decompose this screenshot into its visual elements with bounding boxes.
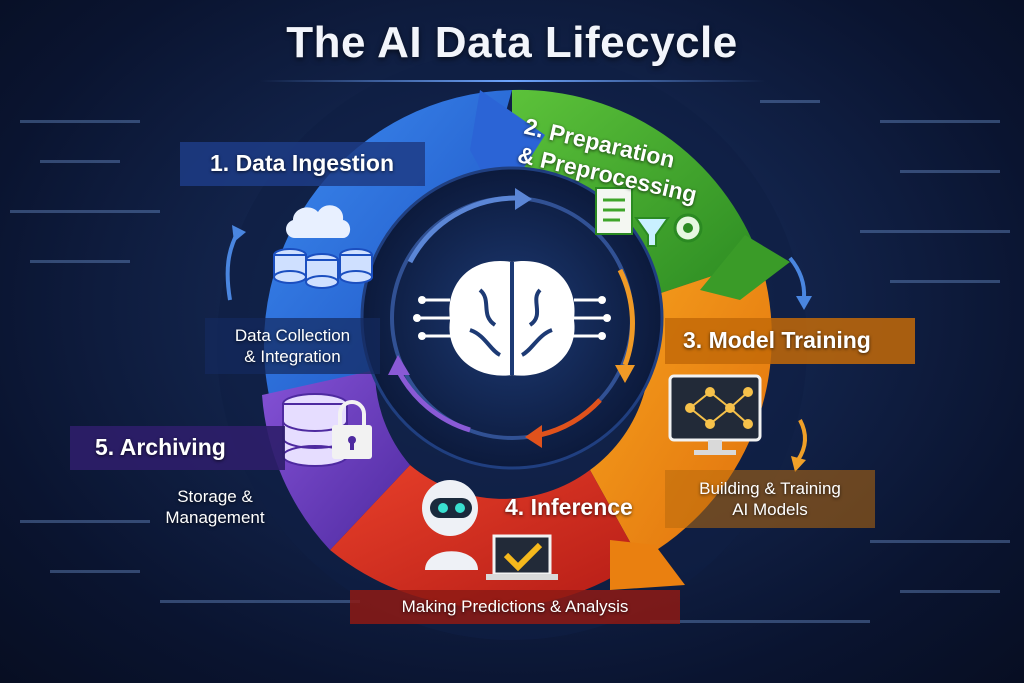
stage-3-label: 3. Model Training	[683, 327, 871, 353]
outer-arrow-right-top	[788, 256, 807, 299]
document-funnel-gear-icon	[595, 187, 703, 247]
banner-bg-stage1-desc	[205, 318, 380, 374]
stage-5-label: 5. Archiving	[95, 434, 226, 460]
inner-arrow-top	[407, 195, 516, 264]
arrow-tip-orange	[610, 540, 685, 590]
inner-arrow-right	[617, 268, 635, 366]
inner-arrow-top-head	[515, 188, 532, 210]
page-title: The AI Data Lifecycle	[286, 18, 738, 67]
stage-4-description: Making Predictions & Analysis	[401, 597, 629, 616]
outer-arrow-right-bottom-head	[791, 456, 806, 472]
segment-preparation	[512, 89, 760, 300]
stage-3-description: Building & Training AI Models	[665, 478, 875, 521]
stage-1-description-line-2: & Integration	[244, 347, 341, 367]
stage-5-description: Storage & Management	[150, 486, 280, 529]
stage-3-description-line-1: Building & Training	[699, 479, 841, 498]
banner-bg-stage3-desc	[665, 470, 875, 528]
background-data-streaks	[10, 100, 1010, 623]
banner-bg-stage4-desc	[350, 590, 680, 624]
inner-arrow-left-head	[388, 355, 410, 375]
robot-laptop-check-icon	[422, 480, 558, 580]
stage-5-description-line-1: Storage &	[177, 487, 253, 506]
inner-arrow-bottom-head	[525, 425, 542, 448]
stage-1-description: Data Collection & Integration	[205, 325, 380, 368]
stage-1-label: 1. Data Ingestion	[210, 150, 395, 176]
arrow-tip-green	[700, 235, 790, 300]
outer-arrow-right-bottom	[796, 419, 807, 462]
banner-bg-stage5	[70, 426, 285, 470]
outer-arrow-right-top-head	[796, 296, 812, 310]
cloud-database-icon	[273, 205, 373, 289]
stage-4-label: 4. Inference	[505, 494, 633, 520]
inner-arrow-left	[395, 368, 471, 433]
inner-arrow-bottom	[539, 398, 602, 438]
stage-5-description-line-2: Management	[165, 508, 265, 528]
title-underline	[260, 80, 765, 82]
segment-inference	[330, 465, 640, 608]
outer-arrow-left-head	[232, 225, 246, 242]
brain-circuit-icon	[413, 260, 611, 376]
neural-network-monitor-icon	[668, 374, 762, 455]
inner-arrow-right-head	[615, 365, 635, 383]
stage-1-description-line-1: Data Collection	[234, 326, 351, 345]
database-lock-icon	[282, 393, 372, 467]
banner-bg-stage1	[180, 142, 425, 186]
banner-bg-stage3	[665, 318, 915, 364]
stage-3-description-line-2: AI Models	[732, 500, 808, 520]
